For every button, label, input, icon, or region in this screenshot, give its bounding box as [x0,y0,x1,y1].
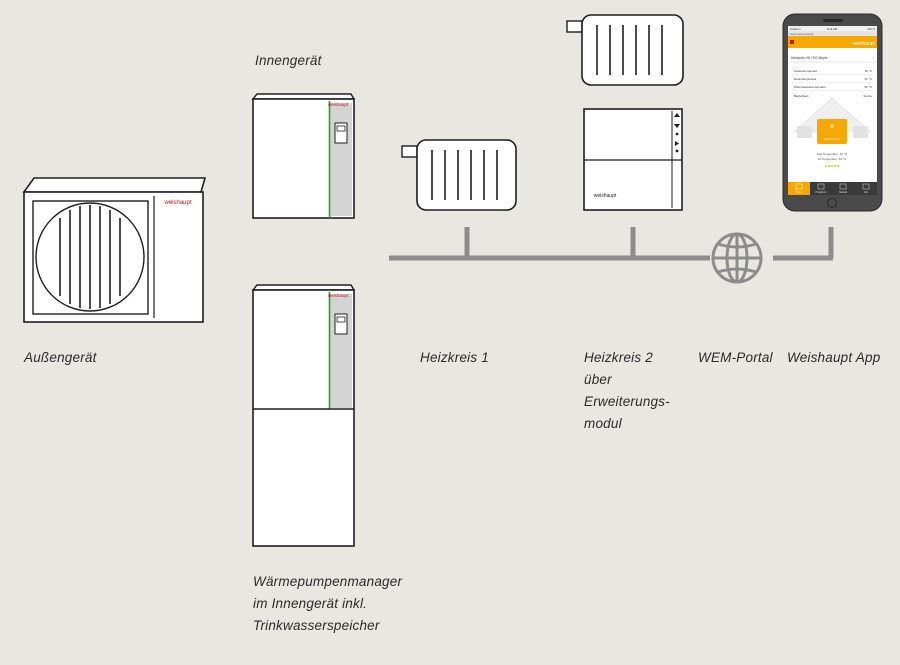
app-side-tile[interactable] [853,126,868,138]
app-row-value: 21 °C [864,77,872,81]
label-innengeraet: Innengerät [255,53,322,68]
app-row-label: Außentemperatur [794,69,817,73]
globe-icon [711,232,763,284]
outdoor-unit-fan-icon [32,200,149,315]
heat-pump-icon: ≋ [829,124,834,130]
app-status-carrier: Telekom [790,27,801,31]
app-side-tile[interactable] [797,126,812,138]
brand-logo: weishaupt [328,293,349,298]
radiator-icon [401,139,517,211]
app-status-battery: 100 % [867,27,875,31]
heat-pump-manager-unit: weishaupt [251,284,356,547]
label-line: Trinkwasserspeicher [253,618,380,633]
app-url: home.wem-portal.de [790,32,814,36]
label-line: modul [584,416,622,431]
app-tab-info[interactable]: Info [864,191,869,194]
chevron-right-icon: › [873,56,874,60]
label-line: Heizkreis 2 [584,350,653,365]
label-heizkreis1: Heizkreis 1 [420,350,489,365]
bus-line [389,227,834,261]
label-heizkreis2: Heizkreis 2 über Erweiterungs- modul [584,347,670,435]
app-tab-program[interactable]: Programm [815,191,826,194]
app-row-label: Raumtemperatur [794,77,817,81]
app-ist-temp: Ist-Temperatur: 42 °C [818,157,847,161]
statistics-icon [839,183,847,190]
brand-logo: weishaupt [594,193,617,199]
home-icon [795,183,803,190]
app-location[interactable]: Heizkreis HK / EG Meyer [791,56,829,60]
smartphone-icon: Telekom 9:41 AM 100 % home.wem-portal.de… [782,13,883,212]
app-header [788,36,877,48]
app-center-badge: Wärmepumpe [824,137,841,141]
label-manager: Wärmepumpenmanager im Innengerät inkl. T… [253,571,402,637]
app-status-time: 9:41 AM [827,27,838,31]
indoor-unit: weishaupt [251,93,356,219]
app-heatpump-tile[interactable] [817,119,847,144]
app-tab-bar [788,182,877,195]
app-row-label: Warmwassertemperatur [794,85,826,89]
label-line: im Innengerät inkl. [253,596,368,611]
app-row-label: Betriebsart [794,94,809,98]
app-menu-icon[interactable] [790,40,794,44]
app-header-brand: weishaupt [852,41,875,47]
app-row-value: 16 °C [864,69,872,73]
extension-module: weishaupt [583,108,683,211]
radiator-icon [566,14,684,86]
label-weishaupt-app: Weishaupt App [787,350,881,365]
label-line: Wärmepumpenmanager [253,574,403,589]
label-line: über [584,372,612,387]
outdoor-unit: weishaupt [22,177,207,323]
program-icon [817,183,825,190]
label-wem-portal: WEM-Portal [698,350,773,365]
app-tab-statistics[interactable]: Statistik [839,191,848,194]
app-soll-temp: Soll-Temperatur: 42 °C [817,152,848,156]
brand-logo: weishaupt [328,102,349,107]
app-tab-home[interactable] [788,182,810,195]
label-line: Erweiterungs- [584,394,670,409]
house-graphic: ≋ Wärmepumpe Soll-Temperatur: 42 °C Ist-… [793,97,872,167]
app-data-rows: Außentemperatur 16 °C Raumtemperatur 21 … [792,69,874,98]
app-tab-label: Home [796,191,803,194]
app-row-value: Sonne [863,94,872,98]
brand-logo: weishaupt [163,200,191,206]
app-page-dots [825,165,839,167]
app-row-value: 52 °C [864,85,872,89]
info-icon [862,183,870,190]
label-aussengeraet: Außengerät [24,350,97,365]
